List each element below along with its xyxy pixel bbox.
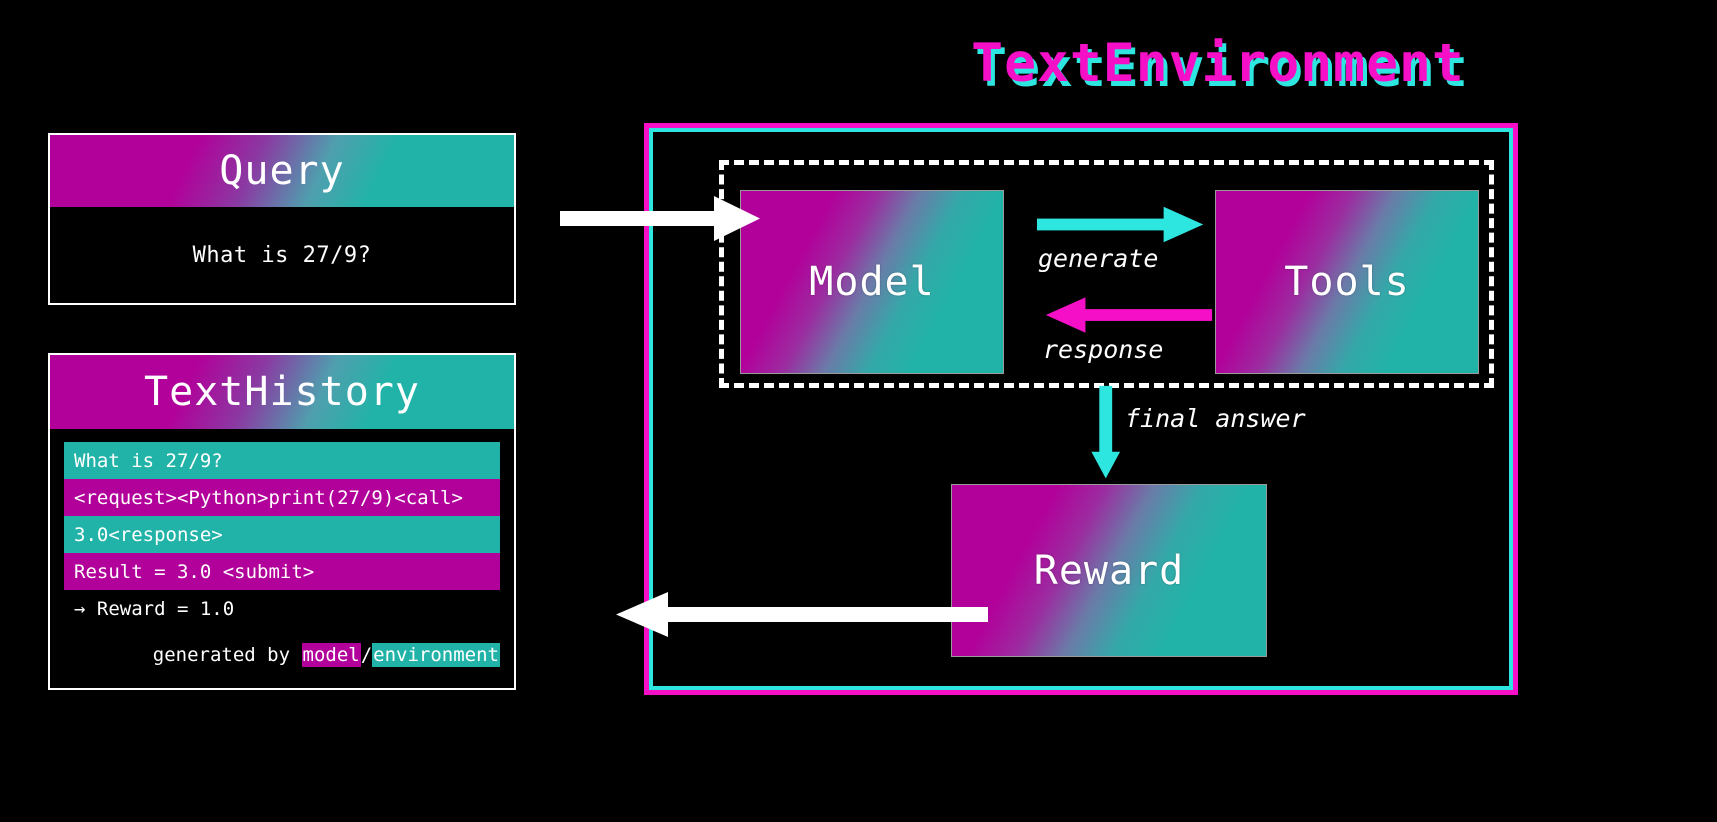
query-card-text: What is 27/9? [50,207,514,303]
text-environment-frame: Model Tools Reward generate response fin… [644,123,1518,695]
text-history-card: TextHistory What is 27/9?<request><Pytho… [48,353,516,690]
legend-chip-model: model [301,643,361,667]
text-history-row: Result = 3.0 <submit> [64,553,500,590]
final-answer-label: final answer [1125,404,1306,433]
text-history-row: What is 27/9? [64,442,500,479]
query-card: Query What is 27/9? [48,133,516,305]
response-label: response [1043,335,1164,364]
text-history-legend: generated by model/environment [50,643,514,667]
text-history-row: 3.0<response> [64,516,500,553]
final-answer-arrow-icon [1091,385,1121,479]
text-history-rows: What is 27/9?<request><Python>print(27/9… [50,442,514,628]
page-title: TextEnvironment [971,33,1465,94]
text-history-row: <request><Python>print(27/9)<call> [64,479,500,516]
text-history-body: What is 27/9?<request><Python>print(27/9… [50,429,514,688]
legend-separator: / [360,644,373,666]
text-history-header: TextHistory [50,355,514,429]
legend-prefix: generated by [152,644,302,666]
model-block: Model [740,190,1004,374]
generate-label: generate [1038,244,1159,273]
tools-block: Tools [1215,190,1479,374]
model-tools-group [719,160,1494,388]
legend-chip-environment: environment [372,643,500,667]
text-history-row: → Reward = 1.0 [74,598,235,620]
query-card-header: Query [50,135,514,207]
text-environment-frame-inner: Model Tools Reward generate response fin… [649,128,1513,690]
reward-block: Reward [951,484,1267,657]
